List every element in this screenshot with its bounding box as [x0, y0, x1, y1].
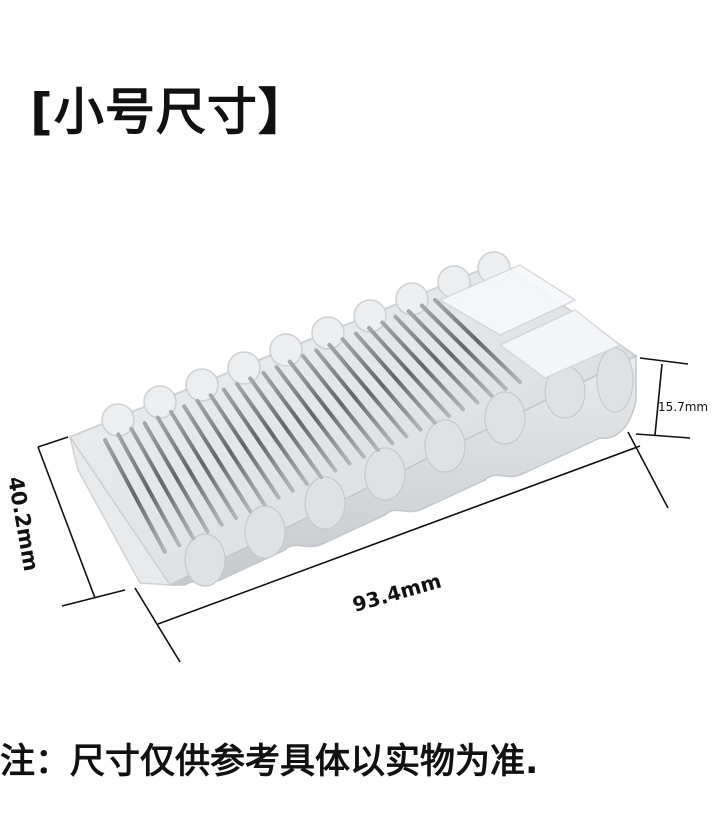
dimension-height [635, 357, 691, 439]
height-label: 15.7mm [658, 400, 708, 414]
groove-line [314, 348, 395, 446]
groove-line [142, 421, 210, 534]
groove-line [103, 438, 167, 554]
length-label: 93.4mm [350, 569, 444, 617]
groove-line [380, 320, 466, 412]
dimension-width [37, 436, 126, 607]
groove-line [235, 382, 309, 486]
groove-line [261, 370, 338, 473]
groove-line [393, 314, 480, 405]
groove-line [155, 415, 224, 527]
groove-line [340, 337, 423, 432]
groove-line [353, 331, 437, 425]
groove-line [367, 326, 451, 418]
groove-line [182, 404, 253, 514]
groove-line [419, 303, 508, 391]
groove-line [301, 354, 380, 452]
groove-line [195, 398, 267, 507]
wedge-body [68, 251, 638, 587]
groove-line [116, 432, 182, 548]
groove-line [221, 387, 295, 493]
dimension-length [134, 431, 669, 663]
groove-line [208, 393, 281, 500]
groove-line [287, 359, 366, 459]
page-title: [小号尺寸】 [30, 83, 309, 141]
groove-line [433, 298, 522, 384]
groove-line [129, 426, 196, 541]
groove-line [406, 309, 494, 398]
groove-line [274, 365, 352, 466]
width-label: 40.2mm [3, 475, 43, 573]
disclaimer-note: 注：尺寸仅供参考具体以实物为准. [0, 742, 539, 782]
groove-line [327, 342, 409, 439]
groove-line [169, 410, 238, 520]
groove-line [248, 376, 324, 480]
